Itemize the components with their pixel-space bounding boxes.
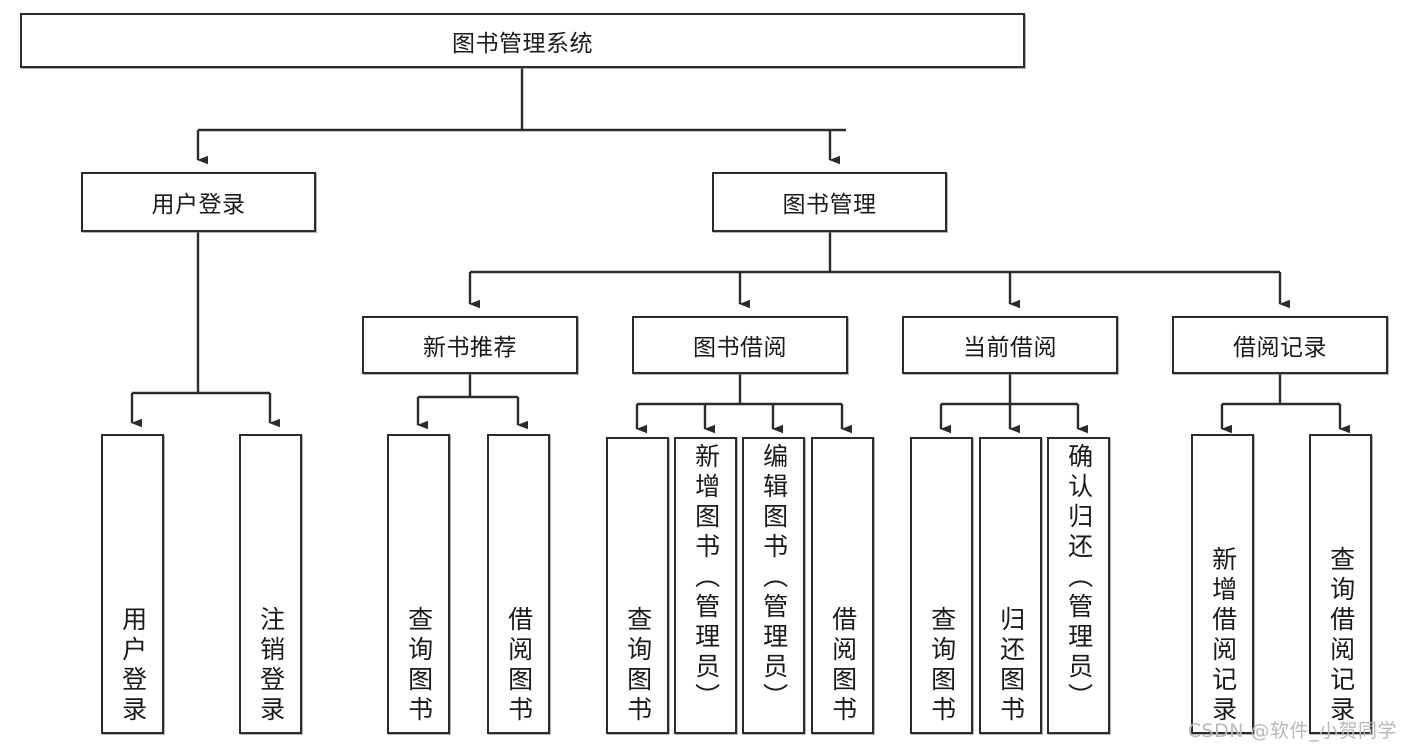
leaf-return-book-label: 归还图书 (996, 606, 1026, 726)
leaf-logout-label: 注销登录 (256, 606, 286, 726)
leaf-confirm-return-admin[interactable]: 确认归还（管理员） (1047, 437, 1110, 734)
leaf-query-book-current-label: 查询图书 (927, 606, 957, 726)
leaf-add-book-admin[interactable]: 新增图书（管理员） (674, 437, 737, 734)
leaf-query-borrow-record-label: 查询借阅记录 (1326, 546, 1356, 726)
node-user-login-label: 用户登录 (151, 192, 246, 218)
csdn-watermark: CSDN @软件_小贺同学 (1187, 720, 1397, 742)
node-book-borrow[interactable]: 图书借阅 (632, 316, 848, 374)
leaf-user-login-label: 用户登录 (118, 606, 148, 726)
leaf-query-book-borrow[interactable]: 查询图书 (606, 437, 669, 734)
leaf-query-book-current[interactable]: 查询图书 (910, 437, 973, 734)
leaf-query-book-newbook[interactable]: 查询图书 (387, 434, 450, 734)
node-user-login[interactable]: 用户登录 (81, 172, 316, 232)
leaf-query-book-newbook-label: 查询图书 (404, 606, 434, 726)
node-book-management-label: 图书管理 (782, 192, 877, 218)
leaf-confirm-return-admin-label: 确认归还（管理员） (1064, 443, 1094, 713)
node-book-management[interactable]: 图书管理 (712, 172, 947, 232)
leaf-user-login[interactable]: 用户登录 (101, 434, 164, 734)
node-current-borrow-label: 当前借阅 (963, 335, 1057, 361)
leaf-borrow-book-borrow-label: 借阅图书 (828, 606, 858, 726)
leaf-edit-book-admin[interactable]: 编辑图书（管理员） (742, 437, 805, 734)
node-borrow-record[interactable]: 借阅记录 (1172, 316, 1388, 374)
leaf-add-book-admin-label: 新增图书（管理员） (691, 443, 721, 713)
leaf-borrow-book-newbook-label: 借阅图书 (504, 606, 534, 726)
node-new-book-recommend-label: 新书推荐 (423, 335, 517, 361)
leaf-edit-book-admin-label: 编辑图书（管理员） (759, 443, 789, 713)
leaf-add-borrow-record-label: 新增借阅记录 (1208, 546, 1238, 726)
leaf-return-book[interactable]: 归还图书 (979, 437, 1042, 734)
node-borrow-record-label: 借阅记录 (1233, 335, 1327, 361)
leaf-borrow-book-borrow[interactable]: 借阅图书 (811, 437, 874, 734)
leaf-logout[interactable]: 注销登录 (239, 434, 302, 734)
leaf-query-book-borrow-label: 查询图书 (623, 606, 653, 726)
node-current-borrow[interactable]: 当前借阅 (902, 316, 1118, 374)
leaf-add-borrow-record[interactable]: 新增借阅记录 (1191, 434, 1254, 734)
node-root-label: 图书管理系统 (452, 30, 593, 57)
leaf-query-borrow-record[interactable]: 查询借阅记录 (1309, 434, 1372, 734)
node-root-book-management-system[interactable]: 图书管理系统 (20, 13, 1025, 68)
leaf-borrow-book-newbook[interactable]: 借阅图书 (487, 434, 550, 734)
node-book-borrow-label: 图书借阅 (693, 335, 787, 361)
node-new-book-recommend[interactable]: 新书推荐 (362, 316, 578, 374)
